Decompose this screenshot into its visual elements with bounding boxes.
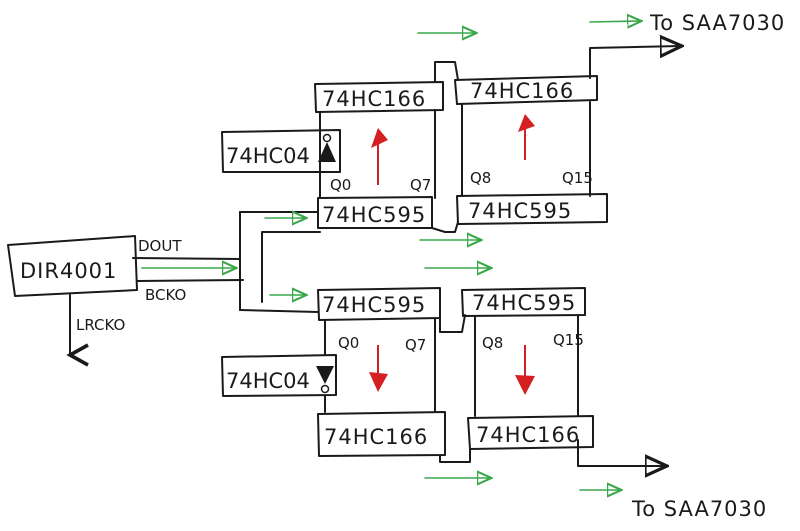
top-right-74hc595-label: 74HC595 — [468, 199, 572, 223]
top-left-q-low: Q0 — [330, 176, 351, 194]
bottom-left-74hc595-label: 74HC595 — [322, 293, 426, 317]
signal-flow-arrows — [141, 21, 640, 490]
bottom-right-74hc595-label: 74HC595 — [472, 291, 576, 315]
top-left-74hc166-label: 74HC166 — [322, 87, 426, 111]
top-left-74hc595-label: 74HC595 — [322, 203, 426, 227]
top-left-q-high: Q7 — [410, 176, 431, 194]
inverter-symbol-icon — [316, 366, 334, 384]
bottom-inverter: 74HC04 — [221, 354, 337, 397]
lrcko-label: LRCKO — [76, 316, 125, 334]
top-right-q-low: Q8 — [470, 169, 491, 187]
dout-label: DOUT — [138, 237, 182, 255]
top-right-q-high: Q15 — [562, 169, 593, 187]
dir4001-block: DIR4001 DOUT BCKO LRCKO — [7, 235, 186, 367]
top-right-74hc166-label: 74HC166 — [470, 79, 574, 103]
bottom-left-stage: 74HC595 Q0 Q7 74HC166 — [317, 287, 446, 457]
bottom-right-stage: 74HC595 Q8 Q15 74HC166 — [461, 287, 594, 450]
top-right-stage: 74HC166 Q8 Q15 74HC595 — [454, 75, 608, 225]
bottom-output-label: To SAA7030 — [631, 497, 767, 521]
top-74hc04-label: 74HC04 — [226, 144, 310, 168]
bottom-left-74hc166-label: 74HC166 — [324, 425, 428, 449]
top-left-stage: 74HC166 Q0 Q7 74HC595 — [314, 81, 444, 229]
wiring — [132, 46, 680, 466]
bcko-label: BCKO — [145, 286, 186, 304]
bottom-right-q-low: Q8 — [482, 334, 503, 352]
bottom-right-74hc166-label: 74HC166 — [476, 423, 580, 447]
top-output-label: To SAA7030 — [649, 11, 785, 35]
inverter-symbol-icon — [318, 142, 336, 162]
bottom-left-q-high: Q7 — [405, 336, 426, 354]
bottom-left-q-low: Q0 — [338, 334, 359, 352]
bottom-74hc04-label: 74HC04 — [226, 369, 310, 393]
bottom-right-q-high: Q15 — [553, 331, 584, 349]
dir4001-label: DIR4001 — [20, 259, 117, 283]
top-inverter: 74HC04 — [221, 129, 341, 173]
